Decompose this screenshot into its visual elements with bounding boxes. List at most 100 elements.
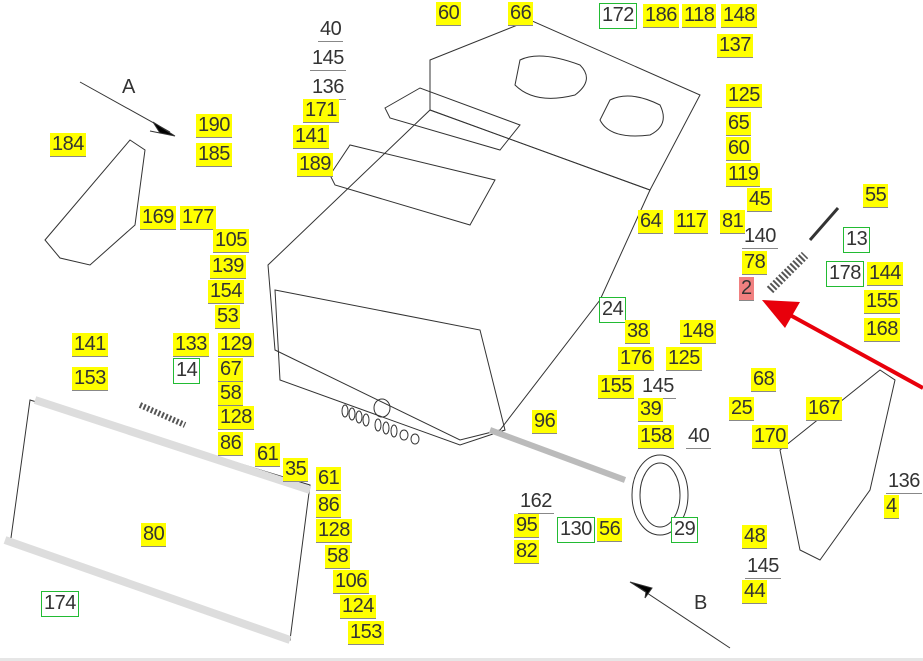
callout-yellow-58[interactable]: 58 — [325, 545, 351, 569]
front-panel — [274, 289, 506, 446]
callout-yellow-128[interactable]: 128 — [316, 519, 352, 543]
callout-yellow-184[interactable]: 184 — [50, 133, 86, 157]
view-arrow-b-head — [629, 581, 653, 599]
callout-yellow-118[interactable]: 118 — [682, 4, 717, 28]
callout-yellow-139[interactable]: 139 — [210, 255, 246, 279]
callout-yellow-189[interactable]: 189 — [297, 153, 333, 177]
callout-yellow-58[interactable]: 58 — [218, 382, 244, 406]
pulley — [631, 454, 689, 536]
callout-yellow-64[interactable]: 64 — [638, 210, 664, 234]
callout-yellow-25[interactable]: 25 — [729, 397, 755, 421]
callout-yellow-170[interactable]: 170 — [752, 425, 788, 449]
callout-yellow-35[interactable]: 35 — [283, 458, 309, 482]
seal-rings — [341, 398, 420, 445]
callout-yellow-171[interactable]: 171 — [303, 99, 339, 123]
callout-yellow-80[interactable]: 80 — [141, 523, 167, 547]
callout-yellow-141[interactable]: 141 — [72, 333, 108, 357]
callout-plain-136[interactable]: 136 — [310, 76, 346, 100]
callout-yellow-68[interactable]: 68 — [751, 368, 777, 392]
callout-yellow-86[interactable]: 86 — [218, 432, 244, 456]
callout-yellow-153[interactable]: 153 — [72, 367, 108, 391]
callout-yellow-153[interactable]: 153 — [348, 621, 384, 645]
callout-yellow-78[interactable]: 78 — [742, 251, 768, 275]
callout-green-174[interactable]: 174 — [41, 591, 79, 617]
callout-green-14[interactable]: 14 — [172, 358, 201, 384]
callout-yellow-186[interactable]: 186 — [643, 4, 679, 28]
callout-plain-40[interactable]: 40 — [686, 425, 712, 449]
callout-yellow-125[interactable]: 125 — [726, 84, 762, 108]
callout-yellow-144[interactable]: 144 — [867, 262, 903, 286]
callout-yellow-86[interactable]: 86 — [316, 494, 342, 518]
callout-yellow-61[interactable]: 61 — [316, 467, 342, 491]
callout-yellow-117[interactable]: 117 — [674, 210, 709, 234]
tension-spring — [138, 402, 187, 428]
callout-yellow-148[interactable]: 148 — [721, 4, 757, 28]
callout-plain-145[interactable]: 145 — [745, 555, 781, 579]
callout-yellow-53[interactable]: 53 — [215, 305, 241, 329]
frame-tube-top — [33, 396, 312, 494]
callout-yellow-44[interactable]: 44 — [742, 580, 768, 604]
callout-green-24[interactable]: 24 — [598, 297, 627, 323]
callout-yellow-105[interactable]: 105 — [213, 229, 249, 253]
cover-plate-lower — [329, 144, 496, 226]
view-label-a: A — [122, 76, 135, 98]
cover-plate-upper — [384, 87, 521, 151]
callout-green-130[interactable]: 130 — [557, 517, 595, 543]
callout-yellow-67[interactable]: 67 — [218, 358, 244, 382]
callout-yellow-155[interactable]: 155 — [864, 290, 900, 314]
spring — [766, 251, 809, 294]
callout-yellow-185[interactable]: 185 — [196, 143, 232, 167]
callout-yellow-158[interactable]: 158 — [638, 425, 674, 449]
callout-yellow-141[interactable]: 141 — [293, 125, 329, 149]
callout-yellow-148[interactable]: 148 — [680, 320, 716, 344]
callout-yellow-38[interactable]: 38 — [625, 320, 651, 344]
callout-yellow-168[interactable]: 168 — [864, 318, 900, 342]
callout-yellow-48[interactable]: 48 — [742, 525, 768, 549]
callout-green-29[interactable]: 29 — [670, 517, 699, 543]
callout-green-178[interactable]: 178 — [826, 261, 864, 287]
callout-yellow-65[interactable]: 65 — [726, 112, 752, 136]
side-cover — [44, 139, 146, 266]
callout-plain-40[interactable]: 40 — [318, 18, 344, 42]
callout-yellow-55[interactable]: 55 — [863, 184, 889, 208]
callout-yellow-56[interactable]: 56 — [597, 518, 623, 542]
callout-yellow-176[interactable]: 176 — [618, 347, 654, 371]
callout-yellow-167[interactable]: 167 — [806, 397, 842, 421]
callout-yellow-155[interactable]: 155 — [598, 375, 634, 399]
callout-yellow-96[interactable]: 96 — [532, 410, 558, 434]
callout-yellow-190[interactable]: 190 — [196, 114, 232, 138]
callout-yellow-60[interactable]: 60 — [726, 137, 752, 161]
callout-yellow-125[interactable]: 125 — [666, 347, 702, 371]
callout-yellow-133[interactable]: 133 — [173, 333, 209, 357]
view-label-b: B — [694, 592, 707, 614]
callout-plain-136[interactable]: 136 — [886, 470, 922, 494]
callout-yellow-4[interactable]: 4 — [884, 495, 899, 519]
pulley-grooves — [639, 462, 681, 528]
callout-plain-145[interactable]: 145 — [310, 47, 346, 71]
callout-yellow-137[interactable]: 137 — [717, 34, 753, 58]
callout-yellow-169[interactable]: 169 — [140, 206, 176, 230]
callout-yellow-39[interactable]: 39 — [638, 398, 664, 422]
callout-yellow-45[interactable]: 45 — [747, 188, 773, 212]
pointer-arrow-head — [762, 300, 800, 328]
callout-yellow-81[interactable]: 81 — [720, 210, 746, 234]
callout-yellow-95[interactable]: 95 — [514, 514, 540, 538]
callout-yellow-124[interactable]: 124 — [340, 595, 376, 619]
callout-green-13[interactable]: 13 — [842, 227, 871, 253]
callout-plain-145[interactable]: 145 — [640, 375, 676, 399]
callout-plain-162[interactable]: 162 — [518, 490, 554, 514]
callout-yellow-82[interactable]: 82 — [514, 540, 540, 564]
callout-yellow-60[interactable]: 60 — [436, 2, 462, 26]
callout-yellow-106[interactable]: 106 — [333, 570, 369, 594]
callout-plain-140[interactable]: 140 — [742, 225, 778, 249]
callout-yellow-128[interactable]: 128 — [218, 406, 254, 430]
callout-yellow-119[interactable]: 119 — [726, 163, 761, 187]
callout-red-2[interactable]: 2 — [739, 277, 754, 301]
callout-yellow-61[interactable]: 61 — [255, 443, 281, 467]
callout-green-172[interactable]: 172 — [599, 3, 637, 29]
callout-yellow-177[interactable]: 177 — [180, 206, 216, 230]
callout-yellow-129[interactable]: 129 — [218, 333, 254, 357]
callout-yellow-154[interactable]: 154 — [208, 280, 244, 304]
callout-yellow-66[interactable]: 66 — [508, 2, 534, 26]
